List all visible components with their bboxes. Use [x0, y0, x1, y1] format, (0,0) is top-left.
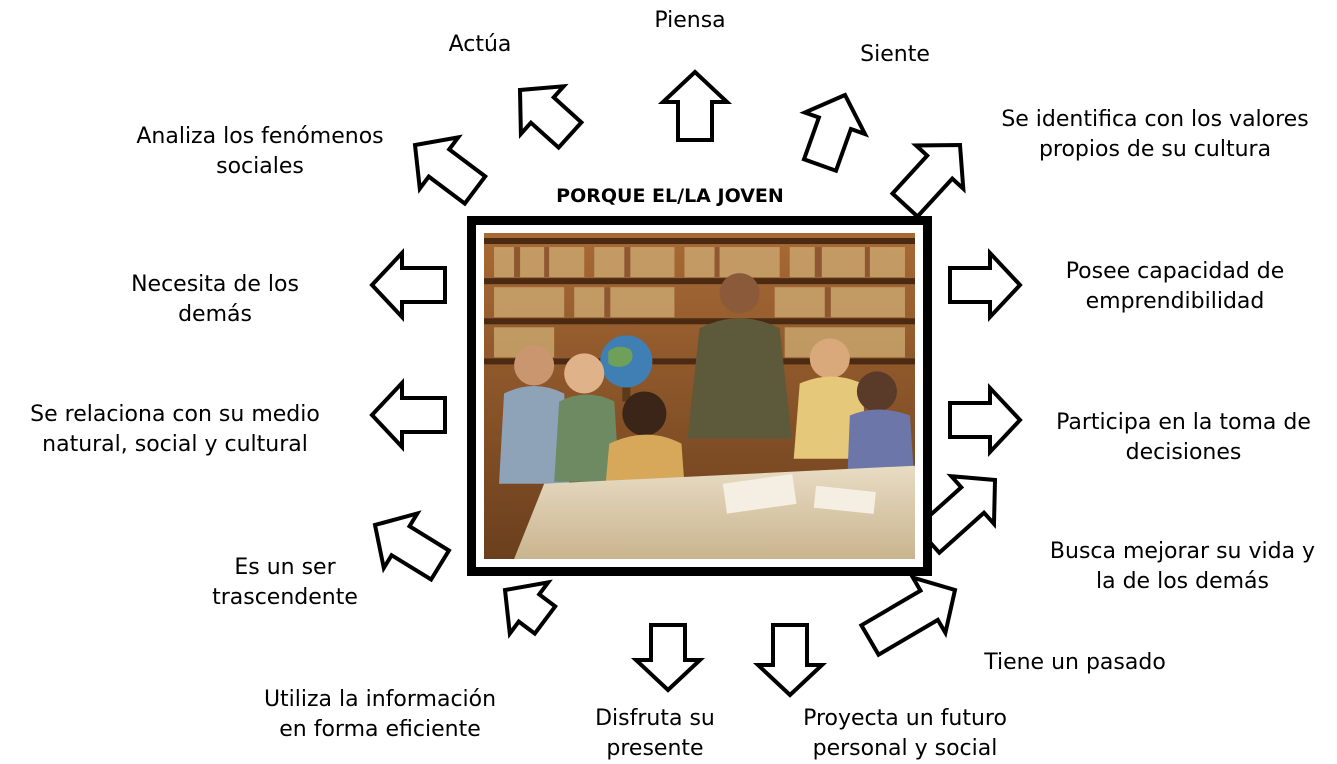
arrow-piensa [657, 69, 733, 142]
table [514, 465, 915, 559]
label-relaciona: Se relaciona con su medio natural, socia… [30, 402, 320, 457]
label-futuro: Proyecta un futuro personal y social [803, 706, 1007, 761]
arrow-identifica [889, 142, 966, 220]
label-actua: Actúa [448, 32, 512, 57]
arrow-trascendente [372, 510, 452, 583]
label-siente: Siente [860, 42, 930, 67]
label-piensa: Piensa [654, 8, 726, 33]
arrow-pasado [858, 574, 958, 658]
label-emprendibilidad: Posee capacidad de emprendibilidad [1065, 259, 1285, 314]
label-analiza: Analiza los fenómenos sociales [136, 124, 384, 179]
students [499, 338, 915, 554]
arrow-relaciona [369, 377, 447, 453]
label-decisiones: Participa en la toma de decisiones [1056, 410, 1311, 465]
diagram-heading: PORQUE EL/LA JOVEN [556, 185, 784, 207]
arrow-necesita [369, 247, 447, 323]
label-presente: Disfruta su presente [595, 706, 715, 761]
globe [600, 335, 653, 402]
arrow-emprendibilidad [948, 247, 1023, 323]
arrow-presente [630, 623, 706, 693]
arrow-informacion [502, 579, 559, 639]
label-mejorar: Busca mejorar su vida y la de los demás [1049, 539, 1316, 594]
central-photo [467, 216, 932, 576]
arrow-decisiones [948, 382, 1023, 458]
teacher [687, 273, 792, 439]
arrow-analiza [412, 134, 489, 207]
label-trascendente: Es un ser trascendente [212, 555, 358, 610]
arrow-actua [517, 83, 585, 151]
label-informacion: Utiliza la información en forma eficient… [263, 687, 497, 742]
arrow-futuro [752, 623, 828, 698]
label-pasado: Tiene un pasado [984, 650, 1166, 675]
arrow-siente [799, 92, 870, 174]
label-identifica: Se identifica con los valores propios de… [1001, 107, 1309, 162]
classroom-photo-illustration [484, 233, 915, 559]
label-necesita: Necesita de los demás [131, 272, 299, 327]
